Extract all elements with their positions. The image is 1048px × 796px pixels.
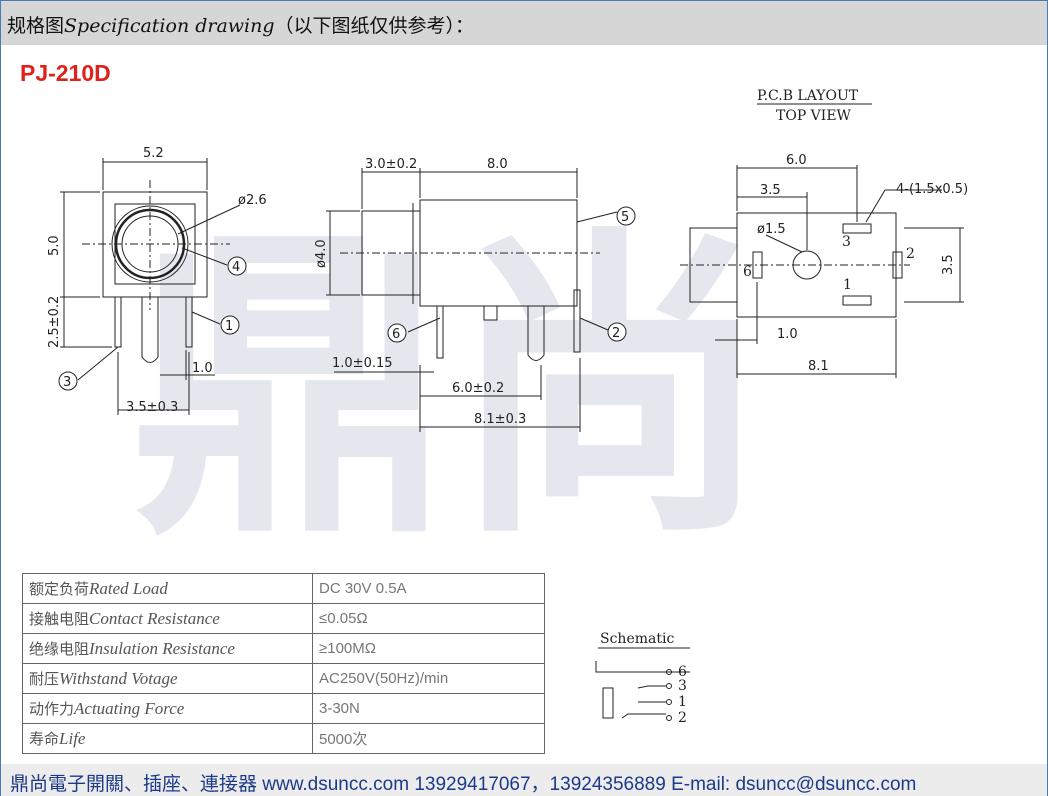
side-total: 8.1±0.3 xyxy=(474,412,526,427)
pcb-p3: 3 xyxy=(842,234,851,250)
spec-value: ≤0.05Ω xyxy=(312,603,545,634)
front-pin-len: 2.5±0.2 xyxy=(47,296,62,348)
pcb-p6: 6 xyxy=(743,264,752,280)
header-suffix: （以下图纸仅供参考）： xyxy=(274,15,475,37)
sch-p2: 2 xyxy=(678,710,687,726)
header-italic: Specification drawing xyxy=(64,15,275,37)
pcb-w1: 1.0 xyxy=(777,327,798,342)
sch-p3: 3 xyxy=(678,678,687,694)
schematic-title: Schematic xyxy=(600,631,674,647)
pcb-pads: 4-(1.5x0.5) xyxy=(896,182,968,197)
spec-value: DC 30V 0.5A xyxy=(312,573,545,604)
callout-2: 2 xyxy=(612,326,620,341)
sch-p6: 6 xyxy=(678,664,687,680)
pcb-w35: 3.5 xyxy=(760,183,781,198)
model-number: PJ-210D xyxy=(20,60,111,86)
front-pitch: 3.5±0.3 xyxy=(126,400,178,415)
side-pin-w: 1.0±0.15 xyxy=(332,356,393,371)
footer-bar: 鼎尚電子開關、插座、連接器 www.dsuncc.com 13929417067… xyxy=(1,764,1047,796)
callout-4: 4 xyxy=(232,260,240,275)
spec-key: 动作力Actuating Force xyxy=(22,693,313,724)
spec-key: 绝缘电阻Insulation Resistance xyxy=(22,633,313,664)
spec-key: 寿命Life xyxy=(22,723,313,754)
pcb-w6: 6.0 xyxy=(786,153,807,168)
pcb-title: P.C.B LAYOUT xyxy=(757,88,859,104)
front-hole: ø2.6 xyxy=(238,193,267,208)
side-span: 6.0±0.2 xyxy=(452,381,504,396)
spec-value: 5000次 xyxy=(312,723,545,754)
spec-value: ≥100MΩ xyxy=(312,633,545,664)
sch-p1: 1 xyxy=(678,694,687,710)
header-title: 规格图Specification drawing（以下图纸仅供参考）： xyxy=(7,11,474,38)
spec-key: 接触电阻Contact Resistance xyxy=(22,603,313,634)
spec-value: AC250V(50Hz)/min xyxy=(312,663,545,694)
side-nose: 3.0±0.2 xyxy=(365,157,417,172)
table-row: 接触电阻Contact Resistance≤0.05Ω xyxy=(22,603,545,634)
pcb-hole: ø1.5 xyxy=(757,222,786,237)
header-bar: 规格图Specification drawing（以下图纸仅供参考）： xyxy=(1,1,1047,45)
pcb-h35: 3.5 xyxy=(941,254,956,275)
callout-3: 3 xyxy=(63,375,71,390)
front-height: 5.0 xyxy=(47,235,62,256)
pcb-w81: 8.1 xyxy=(808,359,829,374)
callout-1: 1 xyxy=(225,319,233,334)
header-prefix: 规格图 xyxy=(7,15,65,37)
pcb-subtitle: TOP VIEW xyxy=(776,108,852,124)
side-dia: ø4.0 xyxy=(314,239,329,268)
callout-5: 5 xyxy=(621,210,629,225)
pcb-p2: 2 xyxy=(906,246,915,262)
pcb-p1: 1 xyxy=(843,277,852,293)
callout-6: 6 xyxy=(392,327,400,342)
spec-key: 耐压Withstand Votage xyxy=(22,663,313,694)
side-body: 8.0 xyxy=(487,157,508,172)
front-thick: 1.0 xyxy=(192,361,213,376)
spec-value: 3-30N xyxy=(312,693,545,724)
watermark: 鼎尚 xyxy=(130,204,770,576)
table-row: 绝缘电阻Insulation Resistance≥100MΩ xyxy=(22,633,545,664)
footer-contact: 鼎尚電子開關、插座、連接器 www.dsuncc.com 13929417067… xyxy=(10,774,917,795)
front-width: 5.2 xyxy=(143,146,164,161)
spec-key: 额定负荷Rated Load xyxy=(22,573,313,604)
